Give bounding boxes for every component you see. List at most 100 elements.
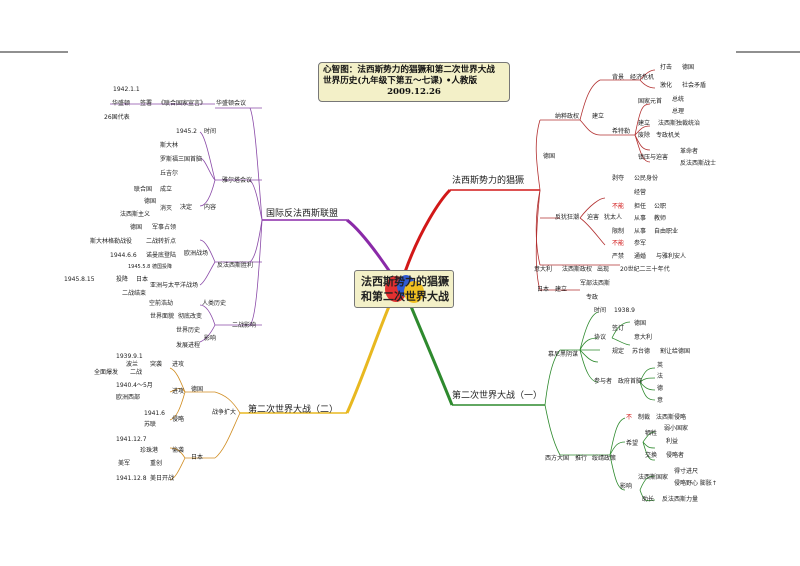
node-a-date5: 1945.8.15 [64,276,95,283]
node-arm: 助长 [642,496,655,503]
node-washington: 华盛顿会议 [216,100,247,107]
node-intermarry: 通婚 [634,253,647,260]
node-autocracy: 专政机关 [656,132,681,139]
node-b-pearl: 珍珠港 [140,447,159,454]
node-jp-establish: 建立 [555,286,568,293]
node-a-human-history: 人类历史 [202,300,227,307]
node-sacrifice: 牺牲 [645,430,658,437]
node-abolish: 废除 [638,132,651,139]
node-dictatorship: 法西斯独裁统治 [658,120,701,127]
node-background: 背景 [612,74,625,81]
node-no1: 不能 [612,203,625,210]
node-germany: 德国 [543,153,556,160]
node-weak-nations: 弱小国家 [664,425,689,432]
node-date: 1938.9 [614,307,635,314]
node-a-time: 时间 [204,128,217,135]
node-a-decide: 决定 [180,204,193,211]
node-b-us-army: 美军 [118,460,131,467]
node-de: 德国 [634,320,647,327]
node-it2: 意 [657,397,664,404]
node-a-date2: 1945.2 [176,128,197,135]
node-it-regime: 法西斯政权 [562,266,593,273]
node-a-de: 德国 [144,198,157,205]
node-nazi: 纳粹政权 [555,113,580,120]
node-aggressors: 侵略者 [666,452,685,459]
node-engage: 从事 [634,215,647,222]
node-a-content: 内容 [204,204,217,211]
node-a-develop: 发展进程 [176,342,201,349]
node-restrain: 制裁 [638,414,651,421]
node-a-germany-occ: 德国 [130,224,143,231]
node-b-attack1: 进攻 [172,361,185,368]
node-a-turn: 二战转折点 [146,238,177,245]
node-strict: 严禁 [612,253,625,260]
node-a-fascism: 法西斯主义 [120,211,151,218]
node-establish: 建立 [592,113,605,120]
node-b-heavy-loss: 重创 [150,460,163,467]
map-subtitle: 世界历史(九年级下第五～七课) •人教版 [323,76,478,86]
node-italy: 意大利 [534,266,553,273]
node-worsen: 激化 [660,82,673,89]
node-b-sneak: 偷袭 [172,447,185,454]
node-sign: 签订 [612,325,625,332]
node-exchange: 交换 [645,452,658,459]
central-topic: 法西斯势力的猖獗 和第二次世界大战 [354,270,454,308]
node-persecute: 迫害 [587,214,600,221]
map-date: 2009.12.26 [387,87,441,97]
node-b-date5: 1941.12.8 [116,475,147,482]
node-interest: 利益 [666,438,679,445]
node-de: 德国 [682,64,695,71]
node-a-stalin: 斯大林 [160,142,179,149]
node-a-date: 1942.1.1 [113,86,140,93]
node-uk: 英 [657,362,664,369]
node-a-leaders: 三国首脑 [178,156,203,163]
central-bubbles-icon [385,275,424,303]
node-teacher: 教师 [654,215,667,222]
node-a-pacific: 亚洲与太平洋战场 [150,282,199,289]
node-a-stalingrad: 斯大林格勒战役 [90,238,133,245]
node-no2: 不能 [612,240,625,247]
node-time: 时间 [594,307,607,314]
node-participants: 参与者 [594,378,613,385]
node-yalta: 雅尔塔会议 [222,177,253,184]
node-it-time: 20世纪二三十年代 [620,266,670,273]
node-a-impact: 影响 [204,335,217,342]
node-a-date3: 1944.6.6 [110,252,137,259]
node-heads: 政府首脑 [618,378,643,385]
node-agreement: 协议 [594,334,607,341]
node-b-us-declare: 美日开战 [150,475,175,482]
node-a-end: 二战结束 [122,290,147,297]
node-b-ww2: 二战 [130,369,143,376]
node-cede: 割让给德国 [660,348,691,355]
node-content: 规定 [612,348,625,355]
node-japan: 日本 [537,286,550,293]
node-engage2: 从事 [634,228,647,235]
node-appease: 绥靖政策 [592,455,617,462]
node-ambition: 侵略野心 膨胀↑ [674,480,717,487]
node-a-world-hist: 世界历史 [176,327,201,334]
node-social-conflict: 社会矛盾 [682,82,707,89]
node-a-un: 联合国 [134,186,153,193]
node-anti-power: 反法西斯力量 [662,496,699,503]
node-deprive: 剥夺 [612,175,625,182]
node-anti-fascists: 反法西斯战士 [680,160,717,167]
node-a-place: 华盛顿 [112,100,131,107]
node-munich: 慕尼黑阴谋 [548,351,579,358]
node-a-de-surrender: 德国投降 [152,264,173,270]
node-freelance: 自由职业 [654,228,679,235]
node-czech: 苏台德 [632,348,651,355]
node-citizenship: 公民身份 [634,175,659,182]
node-b-full-outbreak: 全面爆发 [94,369,119,376]
node-a-date4: 1945.5.8 [128,264,151,270]
node-econ-crisis: 经济危机 [630,74,655,81]
node-president: 总统 [672,96,685,103]
node-hitler: 希特勒 [612,128,631,135]
node-own: 担任 [634,203,647,210]
node-a-roosevelt: 罗斯福 [160,156,179,163]
node-a-found: 成立 [160,186,173,193]
map-title: 心智图：法西斯势力的猖獗和第二次世界大战 [323,65,495,75]
branch-ww2-part1: 第二次世界大战（一） [452,391,543,401]
node-a-countries: 26国代表 [104,114,130,121]
